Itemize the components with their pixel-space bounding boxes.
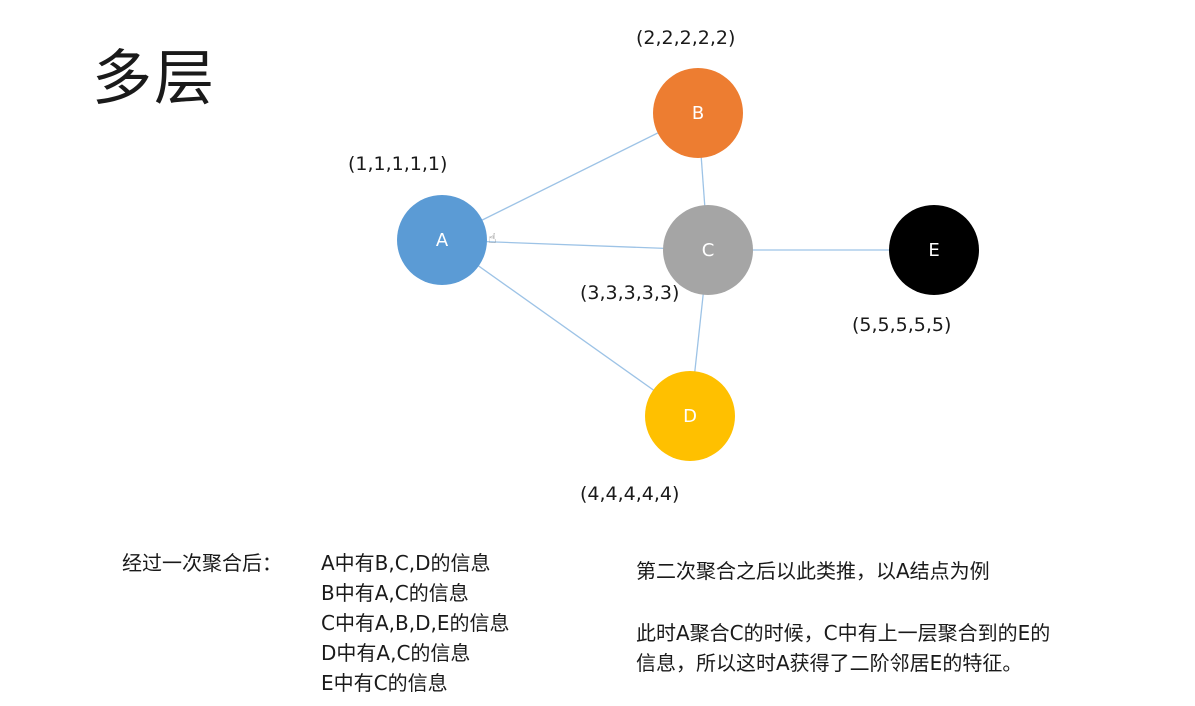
graph-nodes: A B C D E [397, 68, 979, 461]
list-item: D中有A,C的信息 [321, 641, 471, 665]
slide-title: 多层 [92, 44, 216, 114]
node-c: C [663, 205, 753, 295]
node-d-vector: (4,4,4,4,4) [580, 483, 680, 505]
aggregation-heading: 经过一次聚合后： [122, 551, 282, 575]
edge-a-b [441, 112, 699, 241]
pointer-hand-icon: ☝ [488, 231, 497, 247]
node-e-vector: (5,5,5,5,5) [852, 314, 952, 336]
edge-a-d [441, 239, 691, 417]
node-a-label: A [436, 230, 449, 251]
node-c-circle [663, 205, 753, 295]
node-b-vector: (2,2,2,2,2) [636, 27, 736, 49]
node-c-label: C [702, 240, 715, 261]
explanation-line-2: 信息，所以这时A获得了二阶邻居E的特征。 [636, 651, 1023, 675]
list-item: A中有B,C,D的信息 [321, 551, 491, 575]
list-item: C中有A,B,D,E的信息 [321, 611, 510, 635]
list-item: B中有A,C的信息 [321, 581, 469, 605]
node-e-circle [889, 205, 979, 295]
node-d-label: D [683, 406, 697, 427]
node-a: A [397, 195, 487, 285]
explanation-line-1: 此时A聚合C的时候，C中有上一层聚合到的E的 [636, 621, 1051, 645]
node-b-circle [653, 68, 743, 158]
list-item: E中有C的信息 [321, 671, 448, 695]
node-a-circle [397, 195, 487, 285]
node-a-vector: (1,1,1,1,1) [348, 153, 448, 175]
aggregation-list: A中有B,C,D的信息 B中有A,C的信息 C中有A,B,D,E的信息 D中有A… [321, 548, 509, 698]
node-e: E [889, 205, 979, 295]
node-d-circle [645, 371, 735, 461]
node-e-label: E [928, 240, 939, 261]
node-b: B [653, 68, 743, 158]
node-c-vector: (3,3,3,3,3) [580, 282, 680, 304]
second-aggregation-text: 第二次聚合之后以此类推，以A结点为例 [636, 559, 990, 583]
node-d: D [645, 371, 735, 461]
node-b-label: B [692, 103, 704, 124]
